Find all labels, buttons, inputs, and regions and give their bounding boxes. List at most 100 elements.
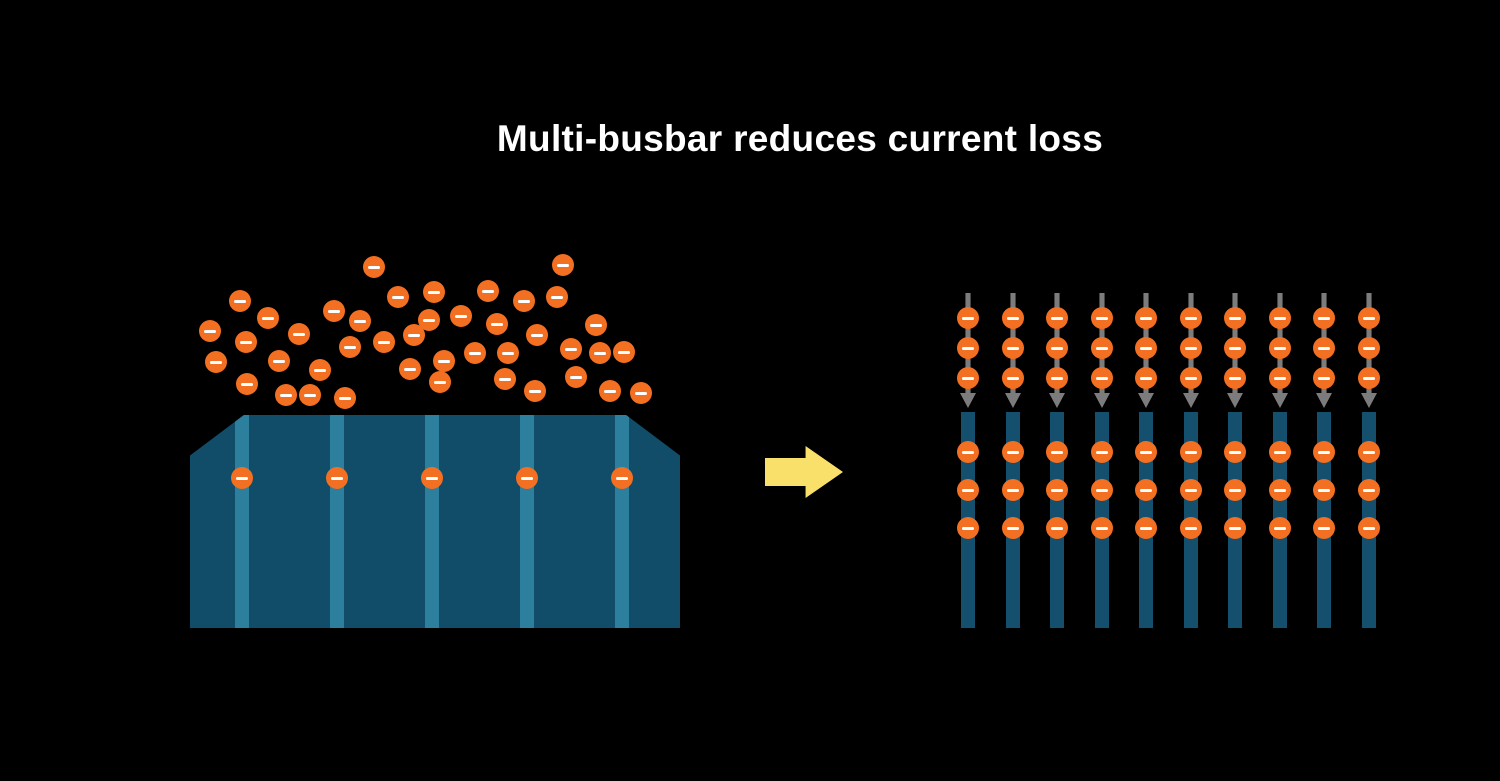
electron-icon [1180,367,1202,389]
electron-icon [585,314,607,336]
electron-icon [1002,337,1024,359]
electron-icon [1135,441,1157,463]
diagram-title: Multi-busbar reduces current loss [496,118,1104,159]
electron-icon [450,305,472,327]
electron-icon [229,290,251,312]
electron-icon [613,341,635,363]
electron-icon [236,373,258,395]
electron-icon [205,351,227,373]
busbar-stripe [235,415,249,628]
electron-icon [1046,479,1068,501]
electron-icon [309,359,331,381]
electron-icon [524,380,546,402]
electron-icon [513,290,535,312]
electron-icon [299,384,321,406]
electron-icon [526,324,548,346]
electron-icon [1002,517,1024,539]
electron-icon [257,307,279,329]
electron-icon [1002,479,1024,501]
electron-icon [1135,517,1157,539]
electron-icon [1224,441,1246,463]
electron-icon [1091,517,1113,539]
electron-icon [1046,307,1068,329]
electron-icon [464,342,486,364]
electron-icon [1358,479,1380,501]
electron-icon [957,337,979,359]
electron-icon [957,441,979,463]
electron-icon [1002,307,1024,329]
electron-icon [235,331,257,353]
electron-icon [1224,307,1246,329]
electron-icon [1313,337,1335,359]
electron-icon [1091,441,1113,463]
electron-icon [1313,479,1335,501]
electron-icon [957,479,979,501]
electron-icon [1313,517,1335,539]
electron-icon [1002,441,1024,463]
electron-icon [1224,479,1246,501]
electron-icon [552,254,574,276]
electron-icon [1180,307,1202,329]
electron-icon [1269,337,1291,359]
electron-icon [1091,337,1113,359]
electron-icon [399,358,421,380]
electron-icon [957,517,979,539]
electron-icon [1269,441,1291,463]
electron-icon [231,467,253,489]
electron-icon [1358,517,1380,539]
electron-icon [477,280,499,302]
electron-icon [326,467,348,489]
electron-icon [1180,479,1202,501]
transition-arrow-icon [765,446,843,498]
electron-icon [1135,367,1157,389]
electron-icon [546,286,568,308]
electron-icon [349,310,371,332]
busbar-stripe [615,415,629,628]
electron-icon [363,256,385,278]
electron-icon [1002,367,1024,389]
electron-icon [565,366,587,388]
electron-icon [433,350,455,372]
electron-icon [1269,479,1291,501]
electron-icon [1091,479,1113,501]
electron-icon [1224,517,1246,539]
electron-icon [957,367,979,389]
electron-icon [1046,367,1068,389]
electron-icon [268,350,290,372]
electron-icon [1358,337,1380,359]
electron-icon [1358,441,1380,463]
electron-icon [1135,479,1157,501]
electron-icon [1046,441,1068,463]
electron-icon [1135,337,1157,359]
electron-icon [403,324,425,346]
electron-icon [1091,307,1113,329]
electron-icon [560,338,582,360]
electron-icon [1313,367,1335,389]
electron-icon [957,307,979,329]
electron-icon [1091,367,1113,389]
electron-icon [497,342,519,364]
electron-icon [275,384,297,406]
electron-icon [339,336,361,358]
electron-icon [1358,307,1380,329]
electron-icon [1224,337,1246,359]
electron-icon [199,320,221,342]
electron-icon [1269,367,1291,389]
electron-icon [323,300,345,322]
busbar-stripe [520,415,534,628]
electron-icon [611,467,633,489]
electron-icon [288,323,310,345]
electron-icon [494,368,516,390]
electron-icon [1269,517,1291,539]
electron-icon [387,286,409,308]
electron-icon [1224,367,1246,389]
electron-icon [1269,307,1291,329]
busbar-stripe [425,415,439,628]
electron-icon [589,342,611,364]
electron-icon [1046,337,1068,359]
electron-icon [599,380,621,402]
electron-icon [1135,307,1157,329]
electron-icon [516,467,538,489]
electron-icon [1180,337,1202,359]
